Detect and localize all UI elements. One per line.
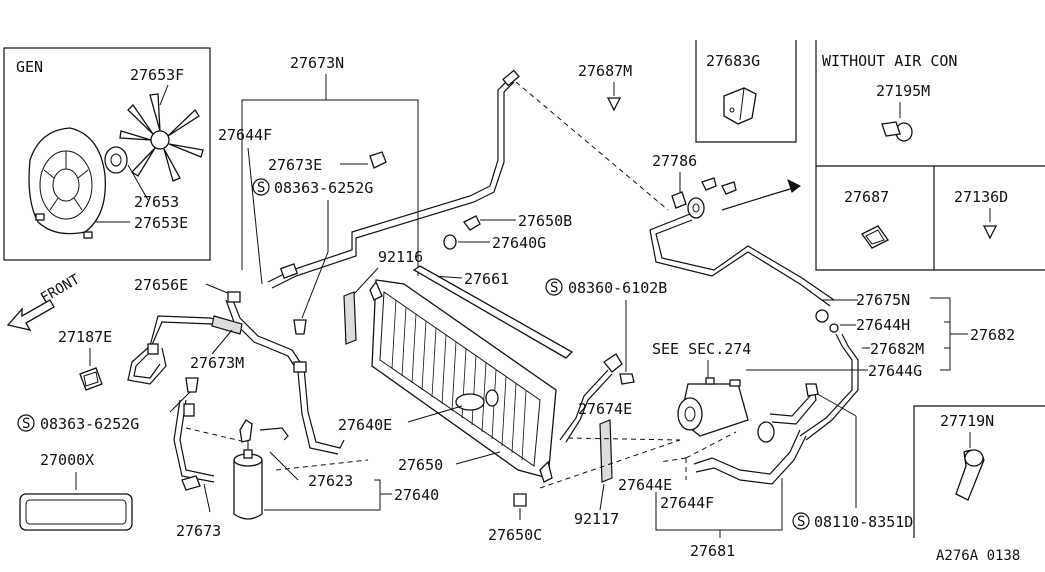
bolt-08360: S 08360-6102B bbox=[545, 278, 667, 297]
bolt-27673-icon bbox=[181, 475, 201, 491]
label-27786: 27786 bbox=[652, 152, 697, 170]
hose-27644F-lower bbox=[693, 429, 807, 485]
label-27675N: 27675N bbox=[856, 291, 910, 309]
label-27682: 27682 bbox=[970, 326, 1015, 344]
label-27644F-top: 27644F bbox=[218, 126, 272, 144]
fan-shroud-icon bbox=[28, 127, 106, 239]
label-92117: 92117 bbox=[574, 510, 619, 528]
bolt-08363-top: S 08363-6252G bbox=[252, 178, 373, 197]
label-27644F-bottom: 27644F bbox=[660, 494, 714, 512]
label-27623: 27623 bbox=[308, 472, 353, 490]
bolt-27650B-icon bbox=[463, 215, 490, 231]
label-27653: 27653 bbox=[134, 193, 179, 211]
label-27640: 27640 bbox=[394, 486, 439, 504]
front-label: FRONT bbox=[38, 271, 83, 306]
label-plate-27000X-icon bbox=[19, 493, 133, 531]
seal-92117-icon bbox=[599, 419, 613, 483]
circle-s-symbol: S bbox=[550, 280, 558, 296]
clip-27187E-icon bbox=[79, 367, 103, 391]
diagram-reference-code: A276A 0138 bbox=[936, 548, 1020, 564]
condenser-27650 bbox=[369, 279, 557, 483]
label-27650C: 27650C bbox=[488, 526, 542, 544]
fitting-27674E-icon bbox=[603, 353, 623, 373]
grommet-27195M-icon bbox=[881, 121, 913, 142]
bolt-08363-left: S 08363-6252G bbox=[17, 414, 139, 433]
bolt-08110: S 08110-8351D bbox=[792, 512, 913, 531]
circle-s-symbol: S bbox=[797, 514, 805, 530]
label-27681: 27681 bbox=[690, 542, 735, 560]
label-27682M: 27682M bbox=[870, 340, 924, 358]
label-27683G: 27683G bbox=[706, 52, 760, 70]
grommet-27640G-icon bbox=[443, 234, 457, 250]
label-see-sec-274: SEE SEC.274 bbox=[652, 340, 751, 358]
pipe-27673 bbox=[173, 399, 247, 483]
front-arrow-icon: FRONT bbox=[6, 271, 83, 331]
suction-pipe-upper bbox=[649, 213, 835, 307]
label-27640E: 27640E bbox=[338, 416, 392, 434]
fan-icon bbox=[119, 93, 204, 182]
clip-27673E-icon bbox=[369, 151, 387, 169]
box-27683G: 27683G bbox=[695, 40, 797, 143]
gen-box: GEN 27653F 27653 bbox=[3, 47, 211, 261]
label-27673N: 27673N bbox=[290, 54, 344, 72]
label-27673M: 27673M bbox=[190, 354, 244, 372]
label-27136D: 27136D bbox=[954, 188, 1008, 206]
circle-s-symbol: S bbox=[257, 180, 265, 196]
receiver-drier-icon bbox=[233, 419, 289, 520]
label-27674E: 27674E bbox=[578, 400, 632, 418]
clip-27136D-icon bbox=[982, 225, 998, 240]
gen-box-title: GEN bbox=[16, 58, 43, 76]
label-27673: 27673 bbox=[176, 522, 221, 540]
bolt-left-icon bbox=[185, 319, 307, 393]
clip-27687-icon bbox=[861, 225, 889, 249]
seal-92116-icon bbox=[343, 291, 357, 345]
label-27187E: 27187E bbox=[58, 328, 112, 346]
label-27673E: 27673E bbox=[268, 156, 322, 174]
without-air-con-box: WITHOUT AIR CON 27195M 27687 27136D bbox=[815, 40, 1045, 271]
seal-27661-icon bbox=[412, 265, 574, 359]
label-27644E: 27644E bbox=[618, 476, 672, 494]
label-08110: 08110-8351D bbox=[814, 513, 913, 531]
label-27650: 27650 bbox=[398, 456, 443, 474]
label-27644G: 27644G bbox=[868, 362, 922, 380]
fan-motor-icon bbox=[104, 146, 128, 174]
without-air-con-title: WITHOUT AIR CON bbox=[822, 52, 957, 70]
label-27650B: 27650B bbox=[518, 212, 572, 230]
label-27661: 27661 bbox=[464, 270, 509, 288]
bracket-27683G-icon bbox=[723, 87, 757, 125]
bolt-27650C-icon bbox=[513, 493, 527, 507]
bolt-08360-icon bbox=[619, 373, 635, 385]
compressor-icon bbox=[677, 377, 749, 437]
label-27640G: 27640G bbox=[492, 234, 546, 252]
label-27644H: 27644H bbox=[856, 316, 910, 334]
box-27719N: 27719N bbox=[913, 405, 1045, 538]
label-27656E: 27656E bbox=[134, 276, 188, 294]
label-08363-top: 08363-6252G bbox=[274, 179, 373, 197]
label-27653F: 27653F bbox=[130, 66, 184, 84]
label-08363-left: 08363-6252G bbox=[40, 415, 139, 433]
label-27000X: 27000X bbox=[40, 451, 94, 469]
fitting-27644H-icon bbox=[815, 309, 839, 333]
discharge-pipe bbox=[267, 69, 520, 289]
bolt-08110-icon bbox=[805, 383, 819, 397]
joint-27786-icon bbox=[671, 177, 737, 219]
circle-s-symbol: S bbox=[22, 416, 30, 432]
clip-27687M-icon bbox=[606, 97, 622, 112]
pipe-27673M bbox=[127, 291, 345, 455]
label-27653E: 27653E bbox=[134, 214, 188, 232]
hose-27719N-icon bbox=[955, 449, 985, 501]
label-27687: 27687 bbox=[844, 188, 889, 206]
label-27195M: 27195M bbox=[876, 82, 930, 100]
label-08360: 08360-6102B bbox=[568, 279, 667, 297]
label-27687M: 27687M bbox=[578, 62, 632, 80]
label-92116: 92116 bbox=[378, 248, 423, 266]
label-27719N: 27719N bbox=[940, 412, 994, 430]
